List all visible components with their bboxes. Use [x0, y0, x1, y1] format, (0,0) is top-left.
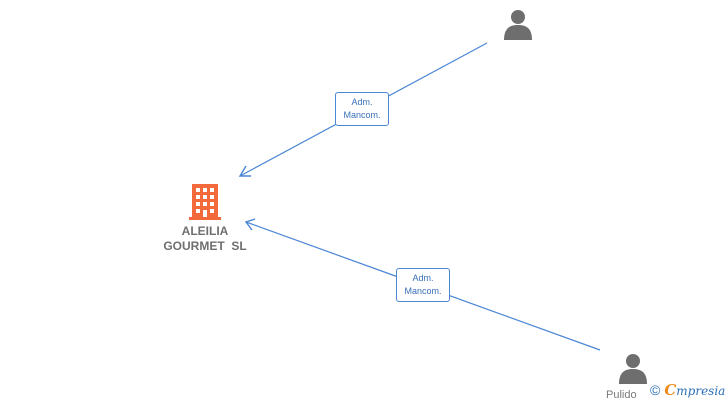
relation-label-line2: Mancom. [404, 286, 442, 296]
relation-label-line1: Adm. [351, 97, 373, 107]
copyright-symbol: © [650, 382, 661, 398]
relation-label-line2: Mancom. [343, 110, 381, 120]
arrowhead-top [238, 165, 251, 177]
building-icon [189, 184, 221, 220]
brand-initial: C [664, 381, 677, 399]
person-icon [619, 354, 647, 384]
relation-label-bottom[interactable]: Adm. Mancom. [396, 268, 450, 302]
person-node-bottom[interactable] [615, 350, 651, 386]
person-icon [504, 10, 532, 40]
relation-label-line1: Adm. [412, 273, 434, 283]
company-node[interactable]: ALEILIA GOURMET SL [150, 182, 260, 254]
relation-label-top[interactable]: Adm. Mancom. [335, 92, 389, 126]
person-label-bottom[interactable]: Pulido [606, 389, 637, 401]
brand-rest: mpresia [676, 384, 726, 398]
brand-name: Cmpresia [664, 381, 725, 399]
company-name[interactable]: ALEILIA GOURMET SL [163, 224, 247, 253]
empresia-logo[interactable]: © Cmpresia [650, 380, 725, 400]
arrowhead-bottom [244, 218, 256, 231]
person-node-top[interactable] [500, 6, 536, 42]
